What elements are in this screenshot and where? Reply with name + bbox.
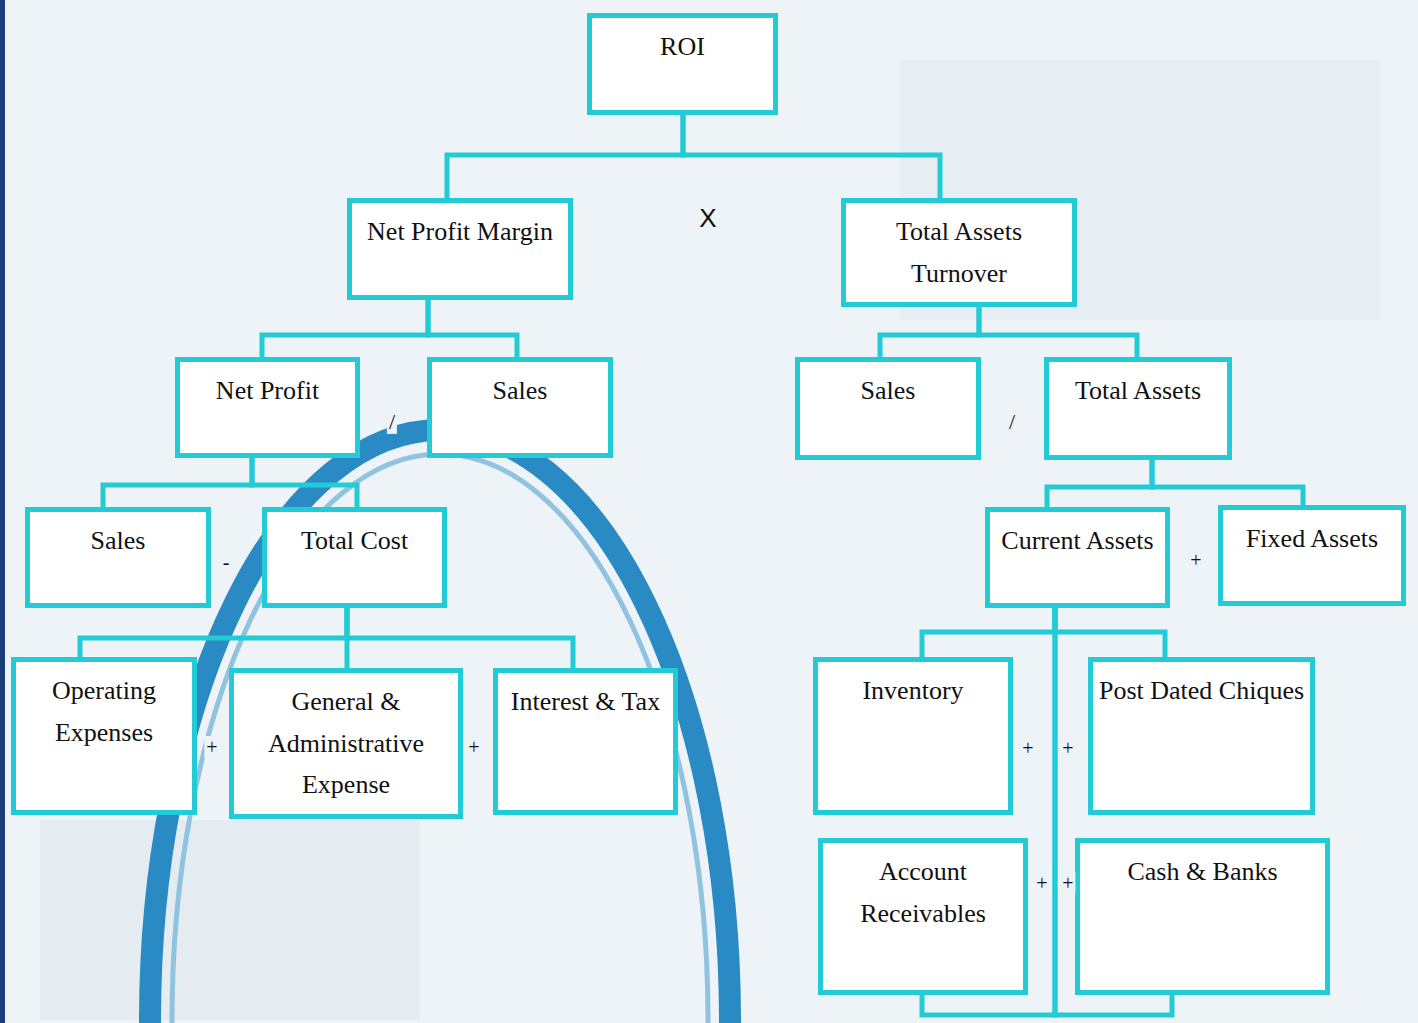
operator-sign: + bbox=[466, 736, 481, 758]
box-text: Sales bbox=[804, 370, 972, 412]
operator-sign: / bbox=[1007, 410, 1017, 434]
box-text: Inventory bbox=[822, 670, 1004, 712]
operator-sign: + bbox=[1020, 737, 1035, 759]
tree-box: General & Administrative Expense bbox=[229, 668, 463, 819]
tree-box: Post Dated Chiques bbox=[1088, 657, 1315, 815]
tree-box: ROI bbox=[587, 13, 778, 115]
box-text: Total Assets bbox=[1053, 370, 1223, 412]
box-text: Current Assets bbox=[994, 520, 1161, 562]
tree-box: Inventory bbox=[813, 657, 1013, 815]
tree-connector bbox=[447, 115, 683, 198]
tree-connector bbox=[262, 300, 428, 357]
box-text: General & Administrative Expense bbox=[238, 681, 454, 806]
box-text: Cash & Banks bbox=[1084, 851, 1321, 893]
box-text: Total Assets Turnover bbox=[850, 211, 1068, 294]
tree-box: Fixed Assets bbox=[1218, 505, 1406, 606]
box-text: Interest & Tax bbox=[502, 681, 669, 723]
tree-box: Total Cost bbox=[262, 507, 447, 608]
box-text: Net Profit bbox=[184, 370, 351, 412]
operator-sign: X bbox=[697, 204, 718, 233]
box-text: Net Profit Margin bbox=[356, 211, 564, 253]
operator-sign: + bbox=[1188, 549, 1203, 571]
tree-box: Total Assets bbox=[1044, 357, 1232, 460]
tree-box: Net Profit Margin bbox=[347, 198, 573, 300]
tree-box: Sales bbox=[427, 357, 613, 458]
tree-box: Account Receivables bbox=[818, 838, 1028, 995]
tree-connector bbox=[683, 115, 940, 198]
tree-box: Cash & Banks bbox=[1075, 838, 1330, 995]
tree-box: Net Profit bbox=[175, 357, 360, 458]
tree-connector bbox=[103, 458, 252, 507]
box-text: Total Cost bbox=[271, 520, 438, 562]
operator-sign: + bbox=[1060, 872, 1075, 894]
left-edge-bar bbox=[0, 0, 5, 1023]
box-text: Account Receivables bbox=[827, 851, 1019, 934]
tree-box: Interest & Tax bbox=[493, 668, 678, 815]
tree-connector bbox=[428, 300, 517, 357]
tree-box: Operating Expenses bbox=[11, 657, 197, 815]
tree-connector bbox=[347, 608, 573, 668]
operator-sign: - bbox=[221, 551, 232, 573]
tree-box: Sales bbox=[25, 507, 211, 608]
operator-sign: + bbox=[204, 736, 219, 758]
tree-connector bbox=[252, 458, 357, 507]
box-text: Fixed Assets bbox=[1227, 518, 1397, 560]
tree-box: Sales bbox=[795, 357, 981, 460]
tree-connector bbox=[922, 608, 1055, 657]
operator-sign: + bbox=[1034, 872, 1049, 894]
box-text: Sales bbox=[436, 370, 604, 412]
operator-sign: + bbox=[1060, 737, 1075, 759]
tree-connector bbox=[1152, 460, 1303, 505]
operator-sign: / bbox=[387, 410, 397, 434]
magnifier-inner-ring bbox=[172, 454, 708, 1023]
box-text: Operating Expenses bbox=[20, 670, 188, 753]
faint-document bbox=[40, 820, 420, 1020]
tree-connector bbox=[1047, 460, 1152, 507]
box-text: Sales bbox=[34, 520, 202, 562]
tree-box: Total Assets Turnover bbox=[841, 198, 1077, 307]
tree-connector bbox=[80, 608, 347, 657]
tree-connector bbox=[1055, 608, 1165, 657]
tree-connector bbox=[880, 307, 979, 357]
box-text: ROI bbox=[596, 26, 769, 68]
tree-connector bbox=[979, 307, 1137, 357]
magnifier-ring bbox=[150, 430, 730, 1023]
box-text: Post Dated Chiques bbox=[1097, 670, 1306, 712]
tree-box: Current Assets bbox=[985, 507, 1170, 608]
